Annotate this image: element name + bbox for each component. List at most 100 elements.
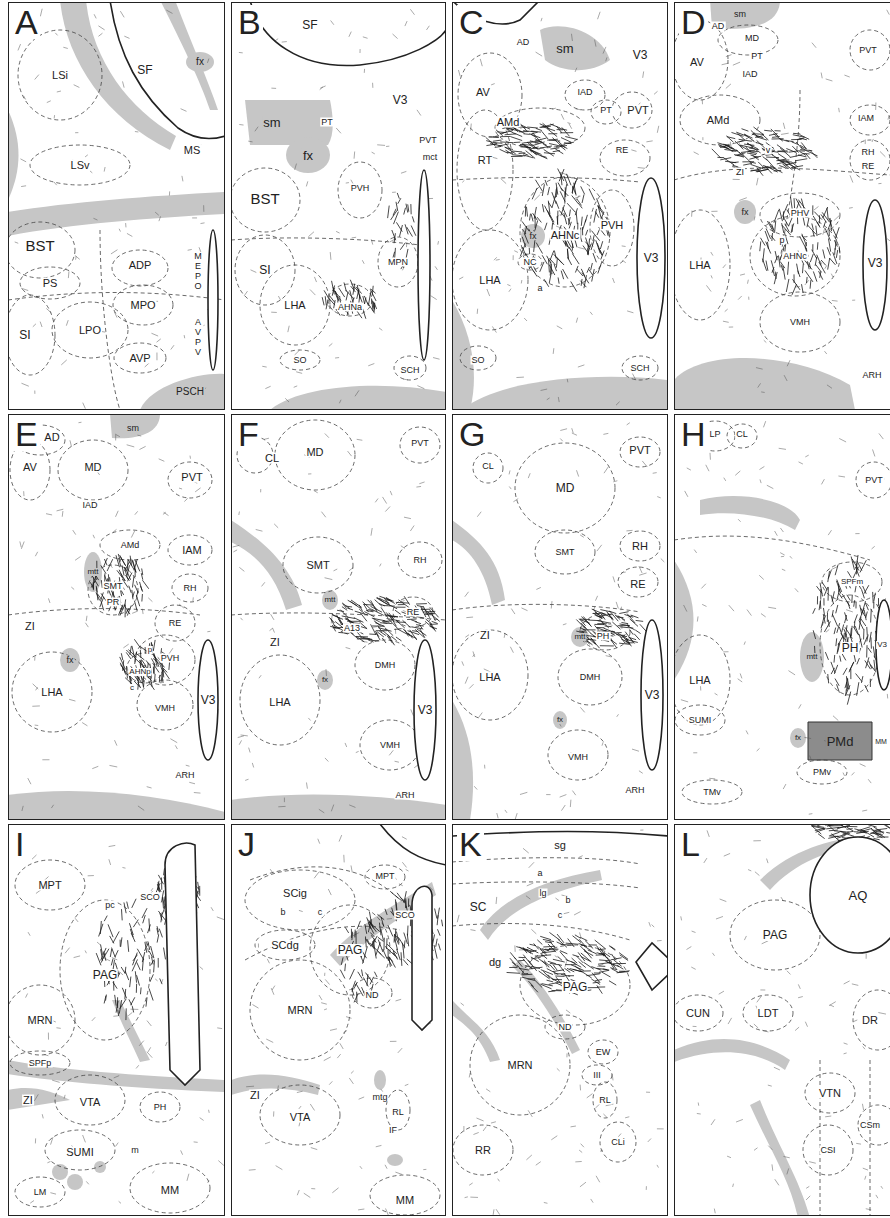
labeled-fiber	[588, 620, 600, 622]
labeled-fiber	[806, 154, 810, 159]
labeled-fiber	[370, 289, 376, 301]
labeled-fiber	[151, 333, 158, 336]
labeled-fiber	[155, 979, 157, 981]
labeled-fiber	[509, 486, 511, 489]
fiber-bundle	[186, 52, 214, 72]
labeled-fiber	[595, 211, 598, 217]
labeled-fiber	[544, 149, 554, 156]
nucleus-outline	[127, 653, 163, 683]
labeled-fiber	[744, 134, 752, 138]
labeled-fiber	[774, 272, 777, 284]
labeled-fiber	[382, 620, 392, 622]
labeled-fiber	[270, 628, 273, 631]
labeled-fiber	[724, 478, 726, 481]
labeled-fiber	[377, 597, 388, 604]
labeled-fiber	[407, 634, 413, 637]
labeled-fiber	[769, 134, 777, 136]
labeled-fiber	[559, 145, 565, 150]
labeled-fiber	[542, 184, 544, 196]
labeled-fiber	[782, 223, 784, 233]
labeled-fiber	[875, 102, 876, 110]
labeled-fiber	[873, 601, 874, 608]
labeled-fiber	[571, 34, 573, 41]
labeled-fiber	[887, 239, 890, 243]
labeled-fiber	[737, 141, 745, 143]
labeled-fiber	[396, 602, 409, 604]
labeled-fiber	[294, 386, 298, 387]
labeled-fiber	[820, 589, 821, 600]
labeled-fiber	[855, 602, 856, 608]
region-boundary	[675, 168, 890, 180]
labeled-fiber	[395, 610, 401, 614]
labeled-fiber	[470, 124, 472, 131]
labeled-fiber	[395, 629, 396, 634]
labeled-fiber	[789, 218, 793, 226]
labeled-fiber	[572, 433, 577, 435]
labeled-fiber	[760, 479, 761, 483]
labeled-fiber	[90, 171, 92, 173]
labeled-fiber	[576, 212, 577, 225]
labeled-fiber	[626, 530, 632, 532]
labeled-fiber	[357, 439, 363, 441]
labeled-fiber	[835, 239, 837, 250]
labeled-fiber	[285, 398, 289, 402]
labeled-fiber	[569, 210, 570, 217]
labeled-fiber	[551, 601, 553, 608]
labeled-fiber	[122, 867, 125, 869]
labeled-fiber	[34, 391, 35, 394]
labeled-fiber	[741, 151, 755, 153]
labeled-fiber	[166, 1042, 168, 1046]
labeled-fiber	[744, 134, 754, 141]
labeled-fiber	[766, 228, 771, 238]
labeled-fiber	[639, 771, 643, 774]
labeled-fiber	[369, 291, 371, 304]
labeled-fiber	[120, 657, 126, 669]
labeled-fiber	[383, 497, 387, 504]
labeled-fiber	[146, 660, 150, 665]
labeled-fiber	[600, 645, 614, 646]
labeled-fiber	[28, 778, 31, 784]
labeled-fiber	[142, 580, 148, 589]
labeled-fiber	[778, 255, 780, 267]
labeled-fiber	[339, 400, 341, 404]
labeled-fiber	[681, 700, 688, 702]
labeled-fiber	[533, 133, 541, 143]
labeled-fiber	[203, 205, 204, 212]
labeled-fiber	[136, 653, 144, 660]
labeled-fiber	[564, 176, 568, 186]
nucleus-outline	[457, 110, 513, 230]
labeled-fiber	[582, 194, 584, 203]
nucleus-outline	[235, 235, 295, 305]
labeled-fiber	[861, 589, 864, 598]
labeled-fiber	[826, 79, 833, 81]
labeled-fiber	[797, 264, 799, 274]
nucleus-outline	[58, 440, 128, 500]
labeled-fiber	[51, 805, 53, 808]
labeled-fiber	[260, 489, 261, 492]
labeled-fiber	[783, 163, 792, 170]
labeled-fiber	[878, 598, 879, 606]
labeled-fiber	[406, 204, 408, 213]
labeled-fiber	[613, 576, 615, 582]
nucleus-outline	[113, 285, 173, 325]
nucleus-outline	[15, 1177, 65, 1207]
labeled-fiber	[821, 617, 824, 628]
labeled-fiber	[65, 948, 70, 954]
labeled-fiber	[622, 260, 625, 262]
labeled-fiber	[547, 210, 554, 222]
labeled-fiber	[519, 152, 526, 154]
labeled-fiber	[346, 182, 349, 184]
labeled-fiber	[839, 438, 846, 442]
labeled-fiber	[767, 242, 769, 249]
labeled-fiber	[125, 223, 126, 227]
labeled-fiber	[828, 571, 830, 582]
labeled-fiber	[375, 623, 385, 627]
labeled-fiber	[806, 150, 818, 156]
fiber-bundle	[790, 728, 806, 748]
labeled-fiber	[550, 124, 560, 128]
labeled-fiber	[830, 258, 836, 265]
labeled-fiber	[558, 277, 559, 283]
labeled-fiber	[129, 586, 131, 593]
labeled-fiber	[613, 481, 617, 482]
labeled-fiber	[306, 782, 308, 788]
